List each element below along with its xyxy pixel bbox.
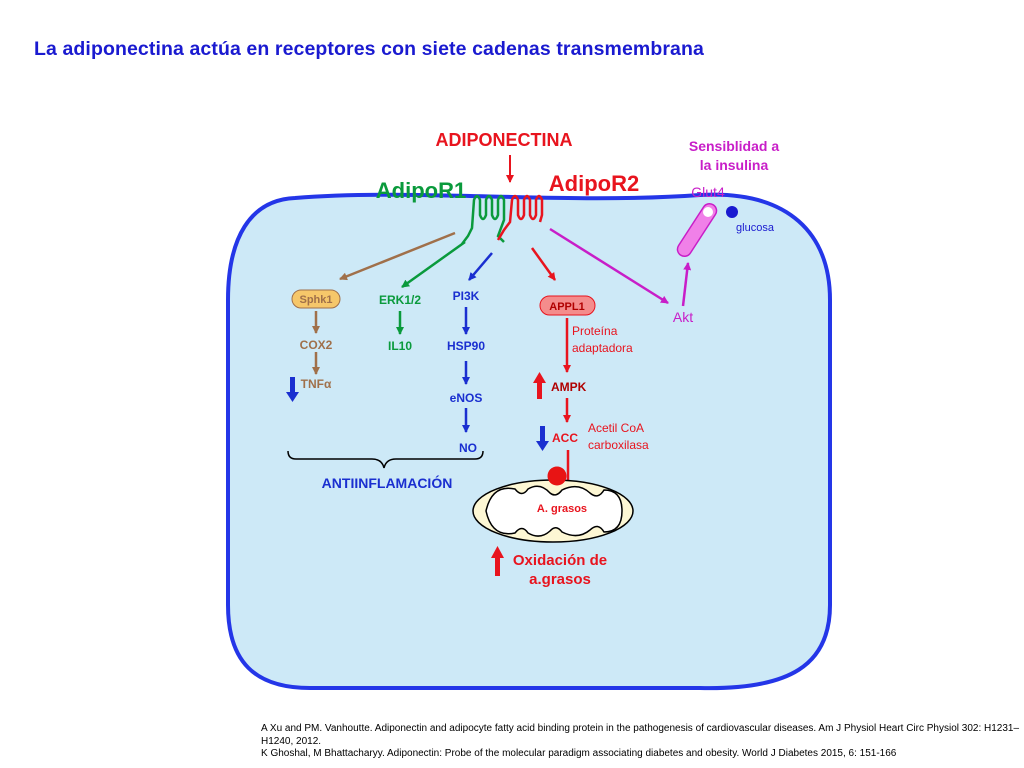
cell-membrane [226, 192, 832, 691]
label-adiponectina: ADIPONECTINA [435, 130, 572, 150]
increase-arrow-icon [533, 372, 546, 399]
decrease-arrow-icon [286, 377, 299, 402]
label-adipor1: AdipoR1 [376, 178, 466, 203]
label-oxidacion-2: a.grasos [529, 571, 591, 588]
label-glut4: Glut4 [691, 184, 725, 200]
label-no: NO [459, 441, 477, 455]
decrease-arrow-icon [536, 426, 549, 451]
label-proteina-2: adaptadora [572, 341, 633, 355]
label-hsp90: HSP90 [447, 339, 485, 353]
label-akt: Akt [673, 309, 693, 325]
arrow-to-sphk1 [339, 231, 456, 281]
label-antiinflamacion: ANTIINFLAMACIÓN [322, 474, 453, 491]
label-insulin-sensitivity-2: la insulina [700, 157, 769, 173]
arrow-to-erk [401, 240, 466, 289]
reference-1: A Xu and PM. Vanhoutte. Adiponectin and … [261, 723, 1020, 747]
appl1-node [539, 295, 596, 316]
label-cox2: COX2 [300, 338, 333, 352]
glut4-channel-opening [703, 207, 713, 217]
label-adipor2: AdipoR2 [549, 171, 639, 196]
label-insulin-sensitivity-1: Sensiblidad a [689, 138, 779, 154]
increase-arrow-icon [491, 546, 504, 576]
arrow-to-appl1 [530, 247, 557, 281]
label-proteina-1: Proteína [572, 324, 618, 338]
antiinflamacion-brace [287, 450, 484, 469]
references: A Xu and PM. Vanhoutte. Adiponectin and … [261, 723, 1021, 761]
reference-2: K Ghoshal, M Bhattacharyy. Adiponectin: … [261, 748, 897, 759]
arrow-to-akt [549, 227, 669, 305]
label-tnfa: TNFα [301, 377, 332, 391]
label-acetil-coa-2: carboxilasa [588, 438, 649, 452]
sphk1-node [291, 289, 341, 309]
adipor1-receptor-icon [461, 194, 506, 245]
label-acc: ACC [552, 431, 578, 445]
label-oxidacion-1: Oxidación de [513, 552, 607, 569]
label-sphk1: Sphk1 [299, 294, 332, 306]
inhibition-marker-icon [547, 466, 567, 486]
label-il10: IL10 [388, 339, 412, 353]
label-acetil-coa-1: Acetil CoA [588, 421, 644, 435]
label-enos: eNOS [450, 391, 483, 405]
label-ampk: AMPK [551, 380, 587, 394]
label-pi3k: PI3K [453, 289, 480, 303]
label-a-grasos: A. grasos [537, 503, 587, 515]
slide-title: La adiponectina actúa en receptores con … [34, 38, 704, 60]
glucose-molecule-icon [726, 206, 738, 218]
arrow-to-pi3k [468, 252, 493, 281]
glut4-transporter-icon [676, 202, 718, 258]
label-glucosa: glucosa [736, 222, 775, 234]
label-appl1: APPL1 [549, 301, 584, 313]
a-grasos-label-box [530, 500, 594, 515]
arrow-akt-to-glut4 [681, 262, 692, 307]
label-erk: ERK1/2 [379, 293, 421, 307]
adipor2-receptor-icon [496, 194, 544, 241]
